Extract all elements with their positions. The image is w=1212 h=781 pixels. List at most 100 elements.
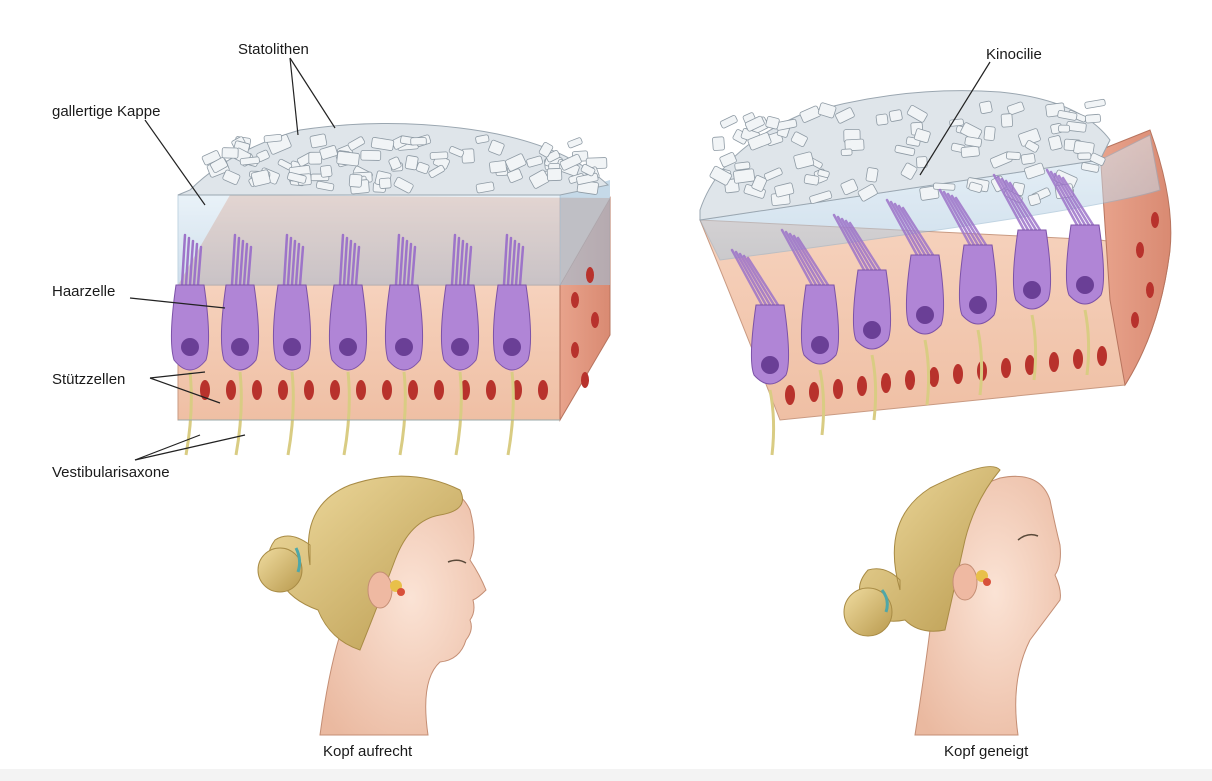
stereocilium <box>192 242 199 287</box>
hair-cell-nucleus <box>811 336 829 354</box>
hair-cell-nucleus <box>231 338 249 356</box>
statolith <box>1084 113 1101 124</box>
support-nucleus <box>408 380 418 400</box>
statolith <box>916 156 928 169</box>
stereocilium <box>1061 176 1095 227</box>
axon <box>286 371 295 456</box>
support-nucleus <box>226 380 236 400</box>
statolith <box>1058 124 1071 133</box>
stereocilium <box>346 239 353 287</box>
hair-cell <box>440 284 480 371</box>
support-nucleus <box>252 380 262 400</box>
statolith <box>865 167 879 183</box>
hair-cell-nucleus <box>451 338 469 356</box>
statolith <box>744 115 765 132</box>
statolith <box>1080 162 1100 173</box>
statolith <box>370 137 395 151</box>
support-nucleus <box>200 380 210 400</box>
hair-cell <box>1065 224 1105 305</box>
statolith <box>319 145 338 160</box>
hair-cell-nucleus <box>181 338 199 356</box>
statolith <box>538 142 554 158</box>
statolith <box>410 137 427 146</box>
statolith <box>1077 152 1092 160</box>
stereocilium <box>338 233 345 287</box>
hair-cell-nucleus <box>1076 276 1094 294</box>
statolith <box>817 102 837 119</box>
support-nucleus <box>382 380 392 400</box>
stereocilium <box>398 236 405 287</box>
hair-cell-nucleus <box>339 338 357 356</box>
support-nucleus <box>434 380 444 400</box>
stereocilium <box>938 188 972 247</box>
stereocilium <box>350 242 357 287</box>
hair-cell-nucleus <box>283 338 301 356</box>
stereocilium <box>450 233 457 287</box>
hair-cell <box>800 284 840 365</box>
statolith <box>960 145 980 158</box>
statolith <box>567 137 583 149</box>
hair-cell <box>492 284 532 371</box>
label-vestibularisaxone: Vestibularisaxone <box>52 464 170 481</box>
stereocilium <box>780 228 814 287</box>
stereocilium <box>506 236 513 287</box>
support-nucleus <box>1151 212 1159 228</box>
statolith <box>475 181 495 194</box>
support-nucleus <box>1049 352 1059 372</box>
support-nucleus <box>953 364 963 384</box>
stereocilium <box>897 204 931 257</box>
statolith <box>751 175 768 192</box>
statolith <box>559 153 582 171</box>
stereocilium <box>402 239 409 287</box>
stereocilium <box>180 233 187 287</box>
statolith <box>894 144 916 157</box>
statolith <box>906 105 928 123</box>
hair-cell-nucleus <box>863 321 881 339</box>
statolith <box>790 131 808 147</box>
statolith <box>415 161 430 174</box>
macula-upright <box>170 122 611 456</box>
stereocilium <box>234 236 241 287</box>
head-tilted <box>843 466 1061 736</box>
stereocilium <box>784 230 818 287</box>
statolith <box>239 156 260 166</box>
stereocilium <box>196 245 203 287</box>
support-nucleus <box>330 380 340 400</box>
stereocilium <box>746 256 780 307</box>
footer-band <box>0 769 1212 781</box>
axon <box>398 371 407 456</box>
support-nucleus <box>833 379 843 399</box>
hair-cell-nucleus <box>503 338 521 356</box>
hair-cell <box>905 254 945 335</box>
stereocilium <box>1045 168 1079 227</box>
hair-cell <box>220 284 260 371</box>
stereocilium <box>889 200 923 257</box>
support-nucleus <box>905 370 915 390</box>
statolith <box>388 156 402 171</box>
statolith <box>378 177 392 189</box>
statolith <box>319 164 333 178</box>
label-statolithen: Statolithen <box>238 41 309 58</box>
support-nucleus <box>591 312 599 328</box>
statolith <box>475 134 490 144</box>
statolith <box>964 136 983 148</box>
support-nucleus <box>586 267 594 283</box>
stereocilium <box>282 233 289 287</box>
axon <box>976 329 984 396</box>
axon <box>923 339 931 406</box>
statolith <box>835 107 855 124</box>
support-nucleus <box>881 373 891 393</box>
hair-cell-nucleus <box>969 296 987 314</box>
stereocilium <box>1057 174 1091 227</box>
statolith <box>793 151 815 170</box>
stereocilium <box>893 202 927 257</box>
axon <box>818 369 826 436</box>
stereocilium <box>730 248 764 307</box>
statolith <box>526 155 544 168</box>
statolith <box>545 150 561 163</box>
statolith <box>546 168 563 182</box>
stereocilium <box>518 245 525 287</box>
statolith <box>809 190 833 205</box>
stereocilium <box>298 245 305 287</box>
